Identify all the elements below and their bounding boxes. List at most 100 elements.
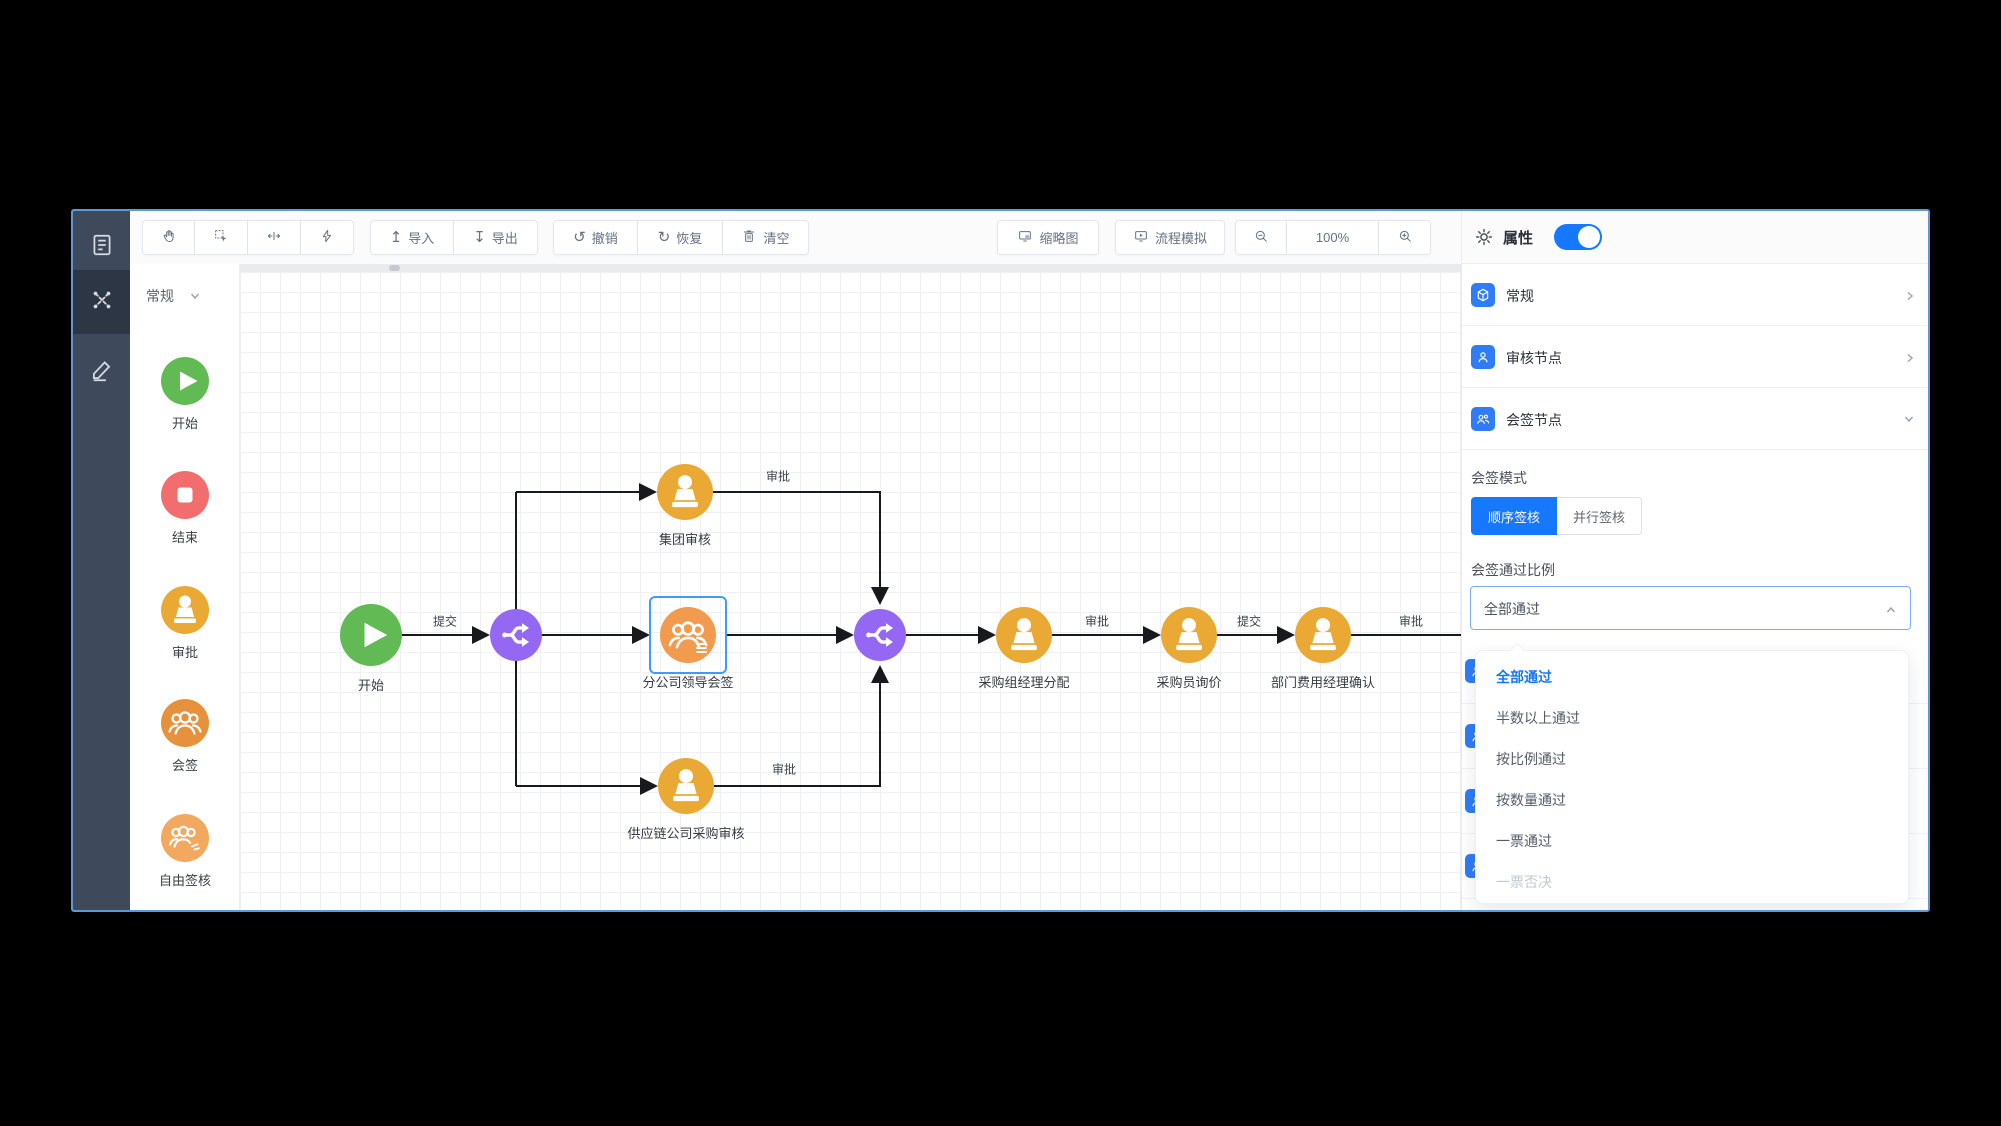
countersign-mode-segmented: 顺序签核并行签核 (1471, 497, 1643, 535)
edge-label: 提交 (432, 614, 458, 629)
freesign-node-icon (161, 814, 209, 862)
flow-node-dept-confirm[interactable] (1295, 607, 1351, 663)
rail-item-pages[interactable] (73, 219, 130, 275)
simulate-button[interactable]: 流程模拟 (1115, 220, 1225, 255)
pass-ratio-value: 全部通过 (1484, 601, 1540, 617)
simulate-label: 流程模拟 (1154, 231, 1207, 246)
edge-label: 审批 (765, 469, 791, 484)
approve-node-icon (161, 586, 209, 634)
approve-node-icon (996, 607, 1052, 663)
dropdown-option-全部通过[interactable]: 全部通过 (1496, 669, 1552, 685)
palette-group-label: 常规 (146, 288, 174, 304)
zoom-in-button[interactable] (1379, 220, 1431, 255)
toolbar: ↥ 导入 ↧ 导出 ↺ 撤销 ↻ 恢复 清空 缩略图 流程模拟 (130, 211, 1461, 264)
palette-item-freesign[interactable]: 自由签核 (130, 814, 240, 889)
approve-node-icon (657, 464, 713, 520)
dropdown-option-一票否决: 一票否决 (1496, 874, 1552, 890)
thumbnail-label: 缩略图 (1039, 231, 1079, 246)
flow-node-gw1[interactable] (490, 609, 542, 661)
dropdown-option-半数以上通过[interactable]: 半数以上通过 (1496, 710, 1580, 726)
flow-designer-window: ↥ 导入 ↧ 导出 ↺ 撤销 ↻ 恢复 清空 缩略图 流程模拟 (71, 209, 1930, 912)
pencil-icon (89, 357, 115, 388)
trash-icon (741, 228, 757, 247)
dropdown-option-按数量通过[interactable]: 按数量通过 (1496, 792, 1566, 808)
gear-icon (1473, 226, 1495, 248)
chevron-down-icon (190, 290, 202, 302)
edge-label: 提交 (1236, 614, 1262, 629)
countersign-node-icon (161, 699, 209, 747)
panel-title: 属性 (1503, 230, 1534, 247)
palette-item-approve[interactable]: 审批 (130, 586, 240, 661)
auto-layout-button[interactable] (301, 220, 354, 255)
undo-button[interactable]: ↺ 撤销 (553, 220, 638, 255)
thumbnail-button[interactable]: 缩略图 (997, 220, 1099, 255)
undo-label: 撤销 (591, 231, 618, 246)
document-icon (89, 232, 115, 263)
users-icon (1471, 407, 1495, 431)
design-icon (89, 287, 115, 318)
chevron-down-icon (1904, 413, 1916, 425)
palette-item-countersign[interactable]: 会签 (130, 699, 240, 774)
flow-node-buyer-inquiry[interactable] (1161, 607, 1217, 663)
edge-label: 审批 (771, 762, 797, 777)
palette-item-end[interactable]: 结束 (130, 471, 240, 546)
export-button[interactable]: ↧ 导出 (454, 220, 538, 255)
edge-label: 审批 (1084, 614, 1110, 629)
palette-item-start[interactable]: 开始 (130, 357, 240, 432)
fit-width-icon (266, 228, 282, 247)
chevron-right-icon (1904, 351, 1916, 363)
zoom-out-button[interactable] (1235, 220, 1287, 255)
thumbnail-icon (1017, 228, 1033, 247)
end-node-icon (161, 471, 209, 519)
cube-icon (1471, 283, 1495, 307)
flow-node-supply-review[interactable] (658, 758, 714, 814)
import-icon: ↥ (389, 228, 403, 246)
properties-panel: 属性 常规审核节点会签节点 会签模式 顺序签核并行签核 会签通过比例 全部通过 … (1461, 211, 1928, 910)
properties-toggle[interactable] (1554, 224, 1602, 250)
panel-section-countersign-node[interactable]: 会签节点 (1462, 388, 1928, 450)
flow-node-branch-leader[interactable] (660, 607, 716, 663)
panel-section-review-node[interactable]: 审核节点 (1462, 326, 1928, 388)
panel-header: 属性 (1462, 211, 1928, 264)
section-label: 常规 (1506, 288, 1534, 304)
pan-tool-button[interactable] (142, 220, 195, 255)
dropdown-option-一票通过[interactable]: 一票通过 (1496, 833, 1552, 849)
undo-icon: ↺ (573, 228, 586, 246)
node-label: 分公司领导会签 (642, 675, 734, 690)
toggle-knob (1578, 226, 1600, 248)
import-button[interactable]: ↥ 导入 (370, 220, 454, 255)
flow-edge (714, 665, 889, 787)
palette-item-label: 开始 (171, 416, 198, 431)
user-icon (1471, 345, 1495, 369)
dropdown-option-按比例通过[interactable]: 按比例通过 (1496, 751, 1566, 767)
flow-canvas[interactable]: 提交审批审批审批提交审批开始集团审核分公司领导会签供应链公司采购审核采购组经理分… (240, 264, 1461, 910)
flow-edges (402, 483, 1461, 795)
hand-icon (161, 228, 177, 247)
mode-option-并行签核[interactable]: 并行签核 (1557, 497, 1643, 535)
export-label: 导出 (491, 231, 518, 246)
redo-button[interactable]: ↻ 恢复 (638, 220, 723, 255)
select-tool-button[interactable] (195, 220, 248, 255)
flow-node-gw2[interactable] (854, 609, 906, 661)
clear-label: 清空 (763, 231, 790, 246)
redo-icon: ↻ (657, 228, 671, 246)
flow-node-group-review[interactable] (657, 464, 713, 520)
section-label: 审核节点 (1506, 350, 1562, 366)
panel-section-general[interactable]: 常规 (1462, 264, 1928, 326)
flow-node-pg-manager[interactable] (996, 607, 1052, 663)
zoom-in-icon (1397, 228, 1413, 247)
pass-ratio-select[interactable]: 全部通过 (1470, 586, 1911, 630)
hscrollbar-thumb[interactable] (389, 265, 400, 271)
flow-node-start[interactable] (340, 604, 402, 666)
import-label: 导入 (408, 231, 435, 246)
clear-button[interactable]: 清空 (723, 220, 809, 255)
mode-option-顺序签核[interactable]: 顺序签核 (1471, 497, 1558, 535)
fit-width-button[interactable] (248, 220, 301, 255)
canvas-hscrollbar[interactable] (240, 264, 1461, 272)
rail-item-edit[interactable] (73, 344, 130, 400)
palette-group-selector[interactable]: 常规 (146, 286, 226, 306)
rail-item-design[interactable] (73, 270, 130, 334)
countersign-node-icon (660, 607, 716, 663)
palette-item-label: 结束 (171, 530, 198, 545)
pass-ratio-label: 会签通过比例 (1471, 562, 1555, 578)
